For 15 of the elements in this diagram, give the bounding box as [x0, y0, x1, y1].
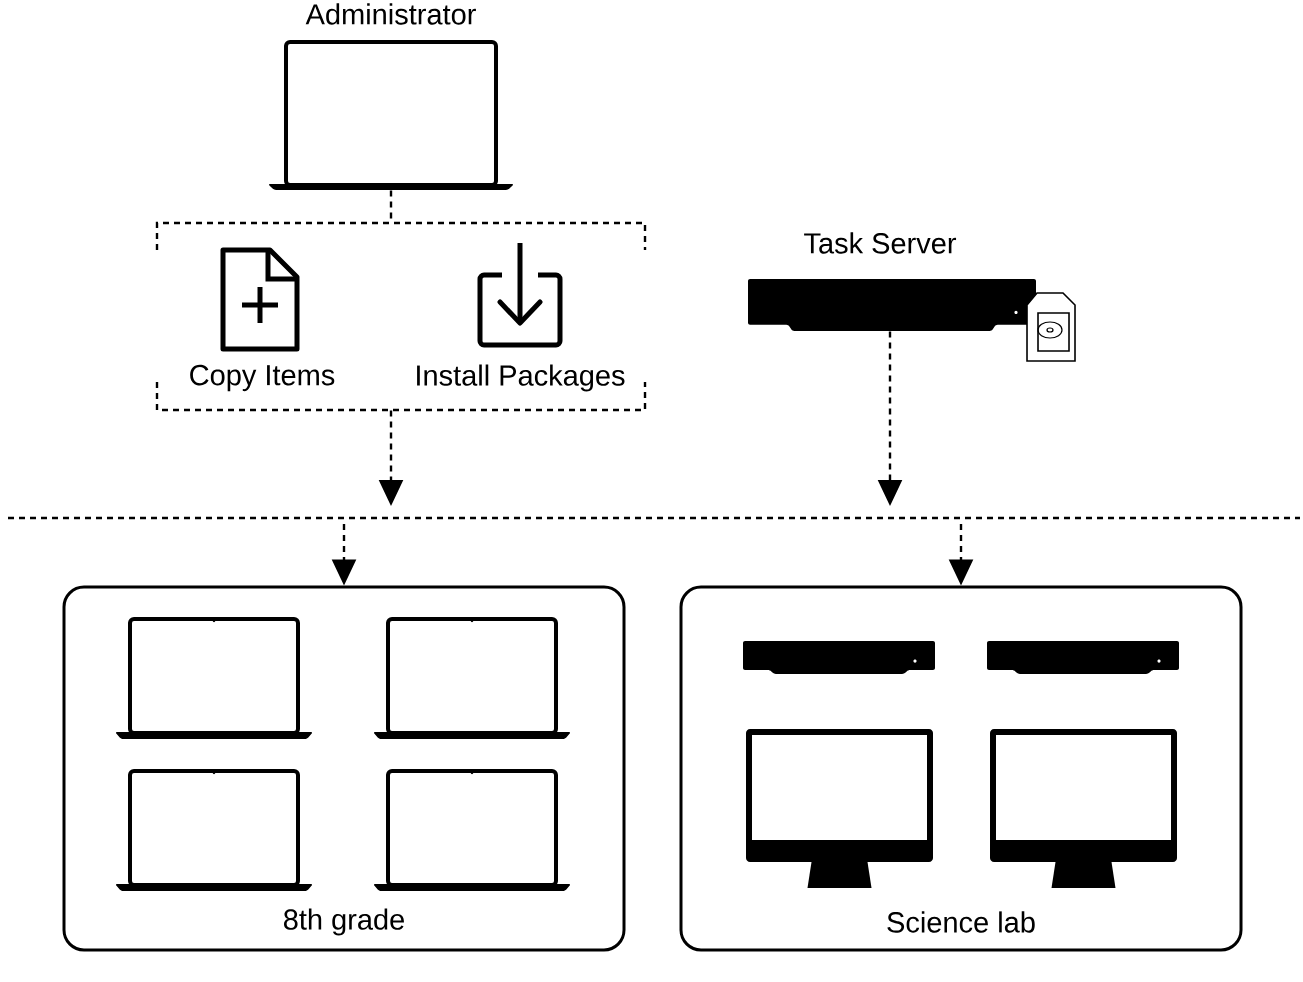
device-label: Administrator [305, 3, 476, 25]
desktop-computer-drawing [743, 641, 935, 674]
desktop-monitor-drawing [746, 729, 933, 888]
device-label: Task Server [804, 232, 957, 254]
laptop-drawing [115, 769, 313, 891]
group-box: Science lab [679, 585, 1243, 952]
desktop-computer-drawing [987, 641, 1179, 674]
laptop-drawing [373, 769, 571, 891]
action-label: Install Packages [417, 364, 625, 392]
dashed-bracket [155, 221, 647, 412]
action-label: Copy Items [190, 364, 335, 392]
group-box: 8th grade [62, 585, 626, 952]
laptop-drawing [115, 617, 313, 739]
laptop-drawing [373, 617, 571, 739]
desktop-monitor-drawing [990, 729, 1177, 888]
